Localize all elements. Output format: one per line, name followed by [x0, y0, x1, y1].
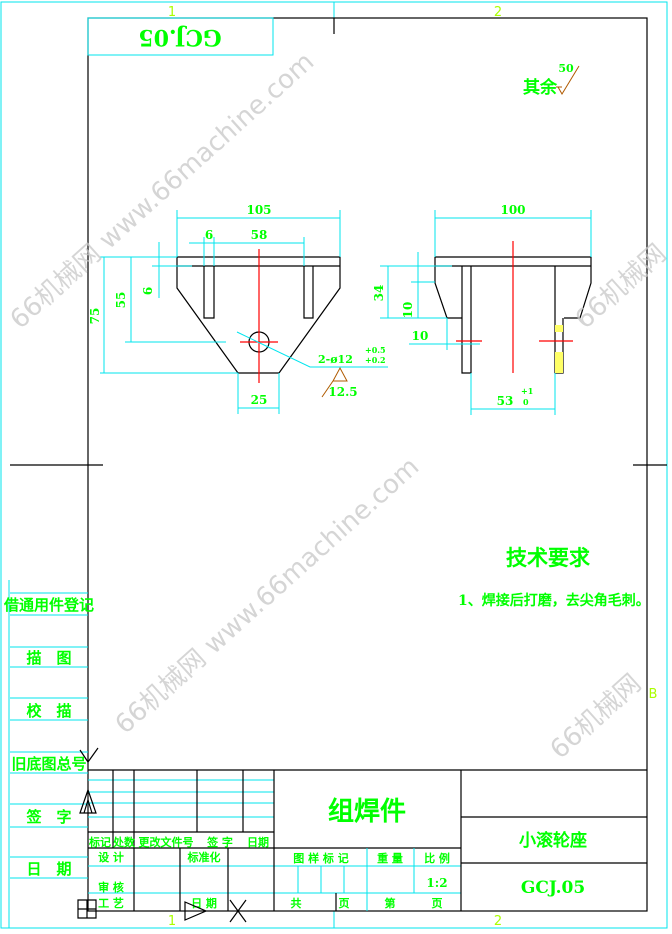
roughness-symbol-icon: [321, 366, 348, 398]
revision-header: 标记: [88, 835, 111, 849]
roughness-value: 12.5: [328, 385, 357, 399]
strip-lines: [10, 592, 88, 879]
tol-lower: 0: [523, 397, 529, 407]
tech-requirements-title: 技术要求: [506, 545, 590, 570]
dim-text: 10: [412, 329, 429, 343]
dim-58: [189, 237, 305, 266]
dim-53: [470, 373, 556, 415]
part-name: 小滚轮座: [519, 830, 587, 851]
surface-finish-value: 50: [558, 62, 574, 75]
info-header: 比 例: [424, 851, 450, 865]
strip-label: 日 期: [26, 860, 71, 878]
strip-label: 签 字: [25, 808, 71, 826]
hole-callout: 2-ø12: [318, 353, 353, 366]
dim-text: 55: [114, 292, 128, 309]
tech-requirement-item: 1、焊接后打磨，去尖角毛刺。: [458, 592, 650, 609]
revision-header: 签 字: [206, 835, 233, 849]
dim-text: 75: [88, 308, 102, 325]
hole-tol-upper: +0.5: [365, 345, 386, 355]
sheet-label: 页: [339, 897, 350, 910]
info-header: 图 样 标 记: [293, 851, 349, 865]
dim-text: 100: [500, 203, 525, 217]
strip-label: 旧底图总号: [11, 755, 86, 773]
dim-text: 6: [205, 228, 213, 242]
watermark: 66机械网 www.66machine.com: [5, 47, 321, 335]
sign-label: 审 核: [98, 880, 124, 894]
ucs-axis-icon: [79, 747, 99, 763]
zone-label-2: 2: [494, 914, 502, 929]
dim-text: 34: [372, 285, 386, 302]
drawing-frame: [87, 17, 648, 912]
surface-finish-label: 其余: [523, 77, 558, 98]
revision-header: 日期: [247, 835, 269, 849]
zone-label-b: B: [649, 687, 658, 702]
hole-leader: [236, 331, 388, 368]
sign-label: 设 计: [98, 850, 124, 864]
left-strip: 借通用件登记 描 图 校 描 旧底图总号 签 字 日 期: [3, 592, 94, 879]
front-slots: [203, 266, 314, 319]
ucs-box-icon: [77, 899, 97, 919]
dim-text: 6: [141, 287, 155, 295]
triangle-marker-icon: [184, 901, 208, 921]
dim-text: 105: [246, 203, 271, 217]
drawing-number: GCJ.05: [521, 878, 585, 898]
mirror-code: GCJ.05: [138, 24, 221, 50]
sign-label: 日 期: [191, 896, 217, 910]
weld-hatch: [555, 352, 563, 373]
dim-text: 25: [251, 393, 268, 407]
title-block-grid: [88, 769, 647, 911]
zone-label-1: 1: [168, 5, 176, 20]
title-block: 组焊件 小滚轮座 GCJ.05 标记 处数 更改文件号 签 字 日期 设 计 标…: [88, 769, 647, 911]
strip-label: 校 描: [26, 702, 71, 720]
hole-tol-lower: +0.2: [365, 355, 386, 365]
tol-upper: +1: [521, 386, 533, 396]
dim-10-horizontal: [409, 318, 480, 350]
weld-hatch: [555, 325, 563, 332]
zone-label-1: 1: [168, 914, 176, 929]
cross-marker-icon: [229, 899, 247, 923]
front-view: 105 6 58 6 55 75 25 2-ø12 +0.5 +0.2 12.5: [88, 203, 388, 414]
sheet-label: 页: [432, 897, 443, 910]
revision-header: 处数: [112, 835, 136, 849]
zone-label-2: 2: [494, 5, 502, 20]
triangle-marker-icon: [79, 788, 97, 814]
sheet-label: 第: [385, 896, 396, 910]
watermark: 66机械网: [570, 239, 672, 336]
title-block-cells: [297, 848, 415, 911]
strip-label: 借通用件登记: [3, 596, 94, 614]
dim-text: 53: [497, 394, 514, 408]
dim-34-10: [380, 252, 452, 319]
watermark: 66机械网 www.66machine.com: [110, 452, 426, 740]
revision-header: 更改文件号: [139, 835, 194, 849]
watermark: 66机械网: [545, 669, 648, 766]
dim-text: 10: [401, 302, 415, 319]
roughness-symbol-icon: [556, 65, 580, 95]
scale-value: 1:2: [426, 876, 447, 890]
side-view: 100 34 10 10 53 +1 0: [372, 203, 592, 415]
dim-25: [237, 373, 280, 414]
dim-verticals: [100, 242, 238, 374]
sign-label: 标准化: [187, 850, 221, 864]
dim-text: 58: [251, 228, 268, 242]
sheet-label: 共: [291, 896, 302, 910]
strip-label: 描 图: [26, 649, 71, 667]
dim-105: [176, 210, 341, 257]
mirror-code-box: [87, 17, 274, 56]
dim-100: [434, 210, 592, 257]
info-header: 重 量: [377, 851, 403, 865]
sign-label: 工 艺: [98, 896, 124, 910]
drawing-type: 组焊件: [328, 796, 406, 827]
